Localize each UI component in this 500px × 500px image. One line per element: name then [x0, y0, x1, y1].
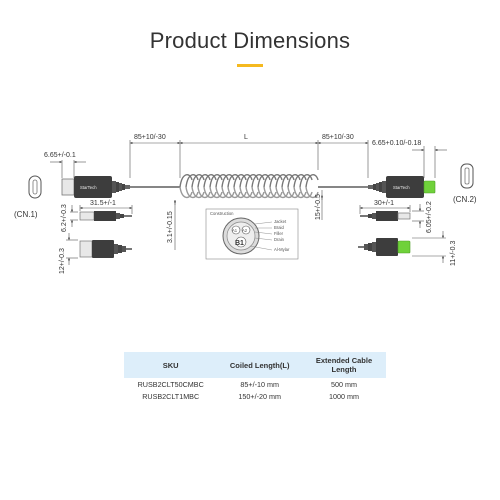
spec-table: SKU Coiled Length(L) Extended Cable Leng…: [124, 352, 386, 402]
header-extended-length: Extended Cable Length: [302, 352, 386, 378]
left-bottom-connector-icon: [79, 240, 132, 258]
cross-section-panel: Construction A1 A2 B1 Jacket Braid Fille…: [205, 208, 299, 260]
dim-coil-length: L: [244, 134, 248, 141]
dim-right-strain: 85+10/-30: [322, 134, 354, 141]
left-connector-icon: StarTech: [61, 176, 130, 198]
dim-coil-height: 3.1+/-0.15: [167, 211, 174, 243]
pair-a2: A2: [242, 228, 248, 233]
right-connector-icon: StarTech: [368, 176, 436, 198]
dim-right-plug: 6.65+0.10/-0.18: [372, 140, 421, 147]
dim-right-side-length: 30+/-1: [374, 200, 394, 207]
dim-coil-ext-height: 15+/-0.5: [315, 194, 322, 220]
page-title: Product Dimensions: [149, 28, 351, 53]
title-underline: [237, 64, 263, 67]
header-sku: SKU: [124, 352, 218, 378]
layer-braid: Braid: [274, 225, 284, 230]
cell-sku: RUSB2CLT50CMBC: [137, 379, 204, 389]
left-end-icon: [28, 175, 42, 199]
layer-drain: Drain: [274, 237, 285, 242]
cn1-label: (CN.1): [14, 210, 38, 219]
coil-icon: [179, 174, 319, 199]
layer-al-mylar: Al-Mylar: [274, 247, 290, 252]
right-brand: StarTech: [393, 185, 410, 190]
right-side-connector-icon: [360, 211, 411, 221]
header-coiled-length: Coiled Length(L): [217, 352, 302, 378]
cell-sku: RUSB2CLT1MBC: [142, 391, 200, 401]
cell-coiled-length: 85+/-10 mm: [240, 379, 279, 389]
cell-extended-length: 500 mm: [331, 379, 357, 389]
right-end-icon: [460, 163, 474, 189]
left-side-connector-icon: [79, 211, 132, 221]
dim-left-side-length: 31.5+/-1: [90, 200, 116, 207]
table-row: RUSB2CLT50CMBC 85+/-10 mm 500 mm: [124, 378, 386, 390]
table-header-row: SKU Coiled Length(L) Extended Cable Leng…: [124, 352, 386, 378]
pair-a1: A1: [232, 228, 238, 233]
pair-b1: B1: [235, 240, 244, 247]
left-brand: StarTech: [80, 185, 97, 190]
cell-coiled-length: 150+/-20 mm: [238, 391, 281, 401]
cn2-label: (CN.2): [453, 195, 477, 204]
dim-left-plug: 6.65+/-0.1: [44, 152, 76, 159]
dim-right-side-width: 6.05+/-0.2: [426, 201, 433, 233]
cell-extended-length: 1000 mm: [329, 391, 359, 401]
cross-section-heading: Construction: [210, 211, 234, 216]
layer-jacket: Jacket: [274, 219, 287, 224]
dim-left-strain: 85+10/-30: [134, 134, 166, 141]
dim-right-bottom-width: 11+/-0.3: [450, 241, 457, 266]
dim-left-side-width: 6.2+/-0.3: [61, 204, 68, 232]
right-bottom-connector-icon: [358, 238, 411, 256]
dim-left-bottom-width: 12+/-0.3: [59, 248, 66, 274]
layer-filler: Filler: [274, 231, 284, 236]
table-row: RUSB2CLT1MBC 150+/-20 mm 1000 mm: [124, 390, 386, 402]
